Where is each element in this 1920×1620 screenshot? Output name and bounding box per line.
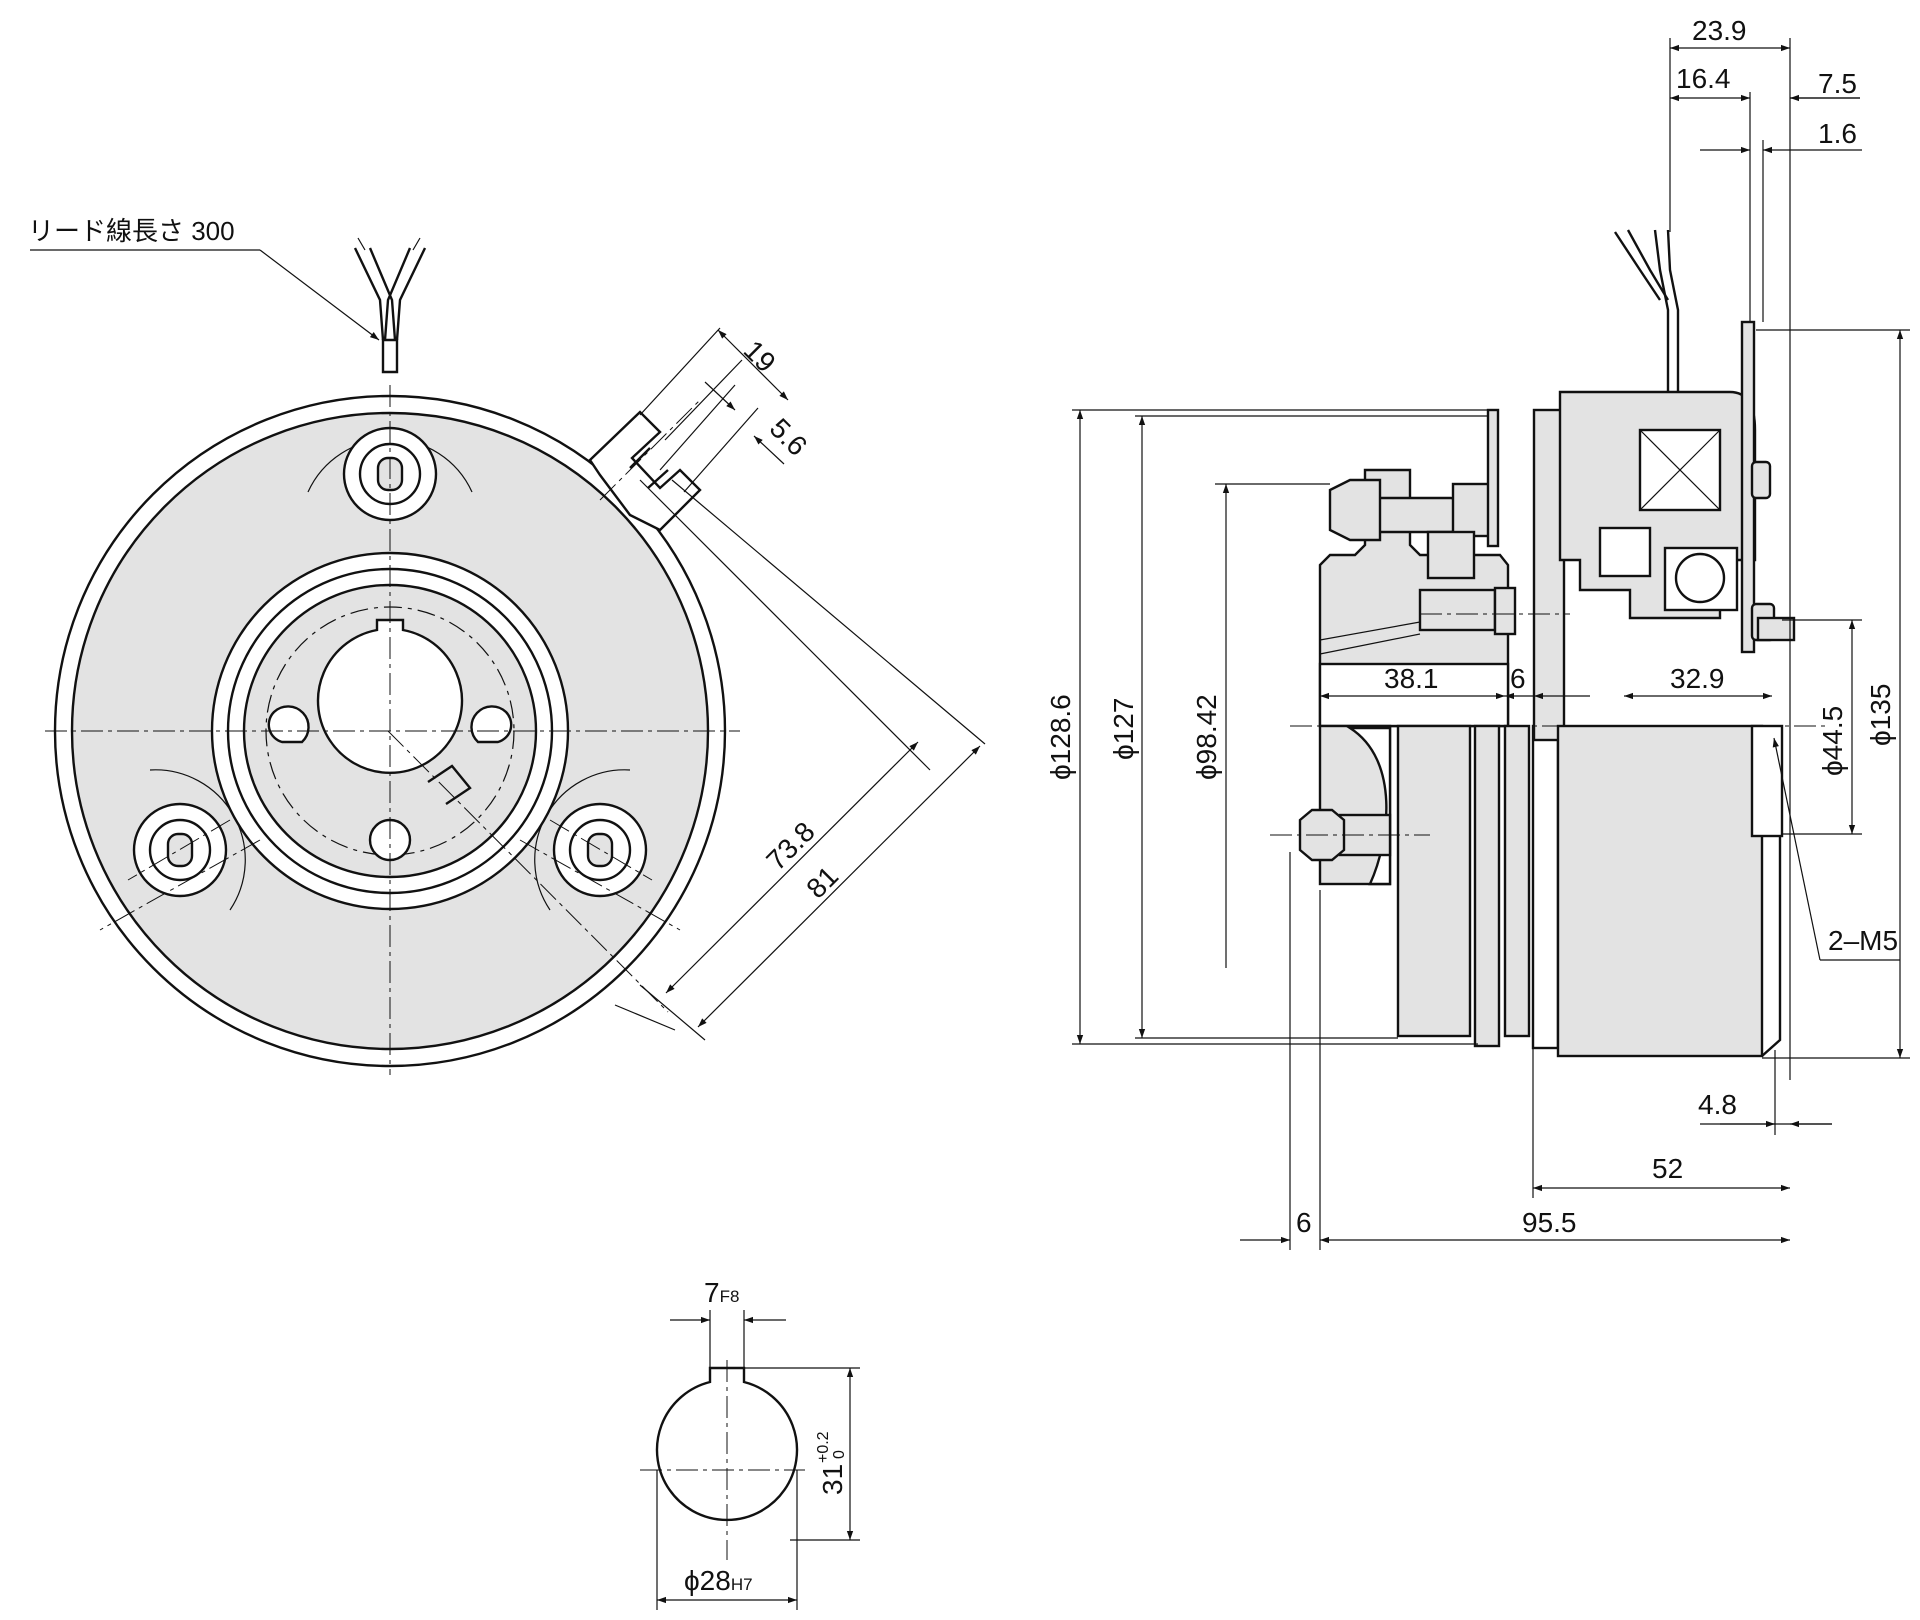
mounting-holes (132, 426, 648, 911)
key-depth-tol-lower: 0 (831, 1450, 848, 1459)
side-centerlines (1270, 613, 1830, 836)
dim-5-6-label: 5.6 (764, 412, 813, 461)
front-centerlines (45, 385, 740, 1075)
dim-32-9-label: 32.9 (1670, 663, 1725, 694)
terminal-tab (588, 410, 702, 532)
dim-95-5-label: 95.5 (1522, 1207, 1577, 1238)
dim-phi44-5-label: ϕ44.5 (1817, 706, 1848, 776)
dim-7-5-label: 7.5 (1818, 68, 1857, 99)
side-dimensions: 23.9 16.4 7.5 1.6 ϕ128.6 ϕ127 ϕ98.42 38. (1045, 15, 1910, 1250)
armature-disc-3 (1503, 724, 1531, 1038)
dim-81-label: 81 (800, 860, 844, 904)
armature-disc-4 (1531, 724, 1560, 1050)
mounting-hole-left (132, 769, 246, 911)
dim-6-bottom-label: 6 (1296, 1207, 1312, 1238)
dim-4-8-label: 4.8 (1698, 1089, 1737, 1120)
bore-with-keyway (316, 618, 464, 774)
dim-73-8-label: 73.8 (760, 816, 820, 876)
dim-19-label: 19 (738, 334, 782, 378)
dim-16-4-label: 16.4 (1676, 63, 1731, 94)
lead-wire-label: リード線長さ 300 (28, 216, 235, 246)
dim-23-9-label: 23.9 (1692, 15, 1747, 46)
dim-1-6-label: 1.6 (1818, 118, 1857, 149)
key-width-label: 7F8 (704, 1277, 739, 1308)
front-view: リード線長さ 300 19 5.6 73.8 81 (28, 216, 986, 1075)
bore-dia-label: ϕ28H7 (684, 1565, 753, 1596)
dim-phi128-6-label: ϕ128.6 (1045, 694, 1076, 780)
dim-phi135-label: ϕ135 (1865, 684, 1896, 746)
lead-wires (353, 237, 427, 374)
side-view: 23.9 16.4 7.5 1.6 ϕ128.6 ϕ127 ϕ98.42 38. (1045, 15, 1910, 1250)
armature-disc-2 (1473, 724, 1501, 1048)
keyway-detail: 7F8 31 +0.2 0 ϕ28H7 (640, 1277, 860, 1610)
key-depth-tol-upper: +0.2 (815, 1431, 832, 1463)
dim-38-1-label: 38.1 (1384, 663, 1439, 694)
dim-phi127-label: ϕ127 (1108, 698, 1139, 760)
dim-52-label: 52 (1652, 1153, 1683, 1184)
side-lead-wires (1613, 229, 1680, 392)
key-depth-label: 31 (817, 1464, 848, 1495)
mounting-hole-right (534, 769, 648, 911)
dim-6-mid-label: 6 (1510, 663, 1526, 694)
armature-disc-1 (1396, 724, 1472, 1038)
bore-key-notch (427, 764, 472, 805)
coil-body-lower (1556, 724, 1764, 1058)
dim-2-m5-label: 2–M5 (1828, 925, 1898, 956)
dim-phi98-42-label: ϕ98.42 (1191, 694, 1222, 780)
